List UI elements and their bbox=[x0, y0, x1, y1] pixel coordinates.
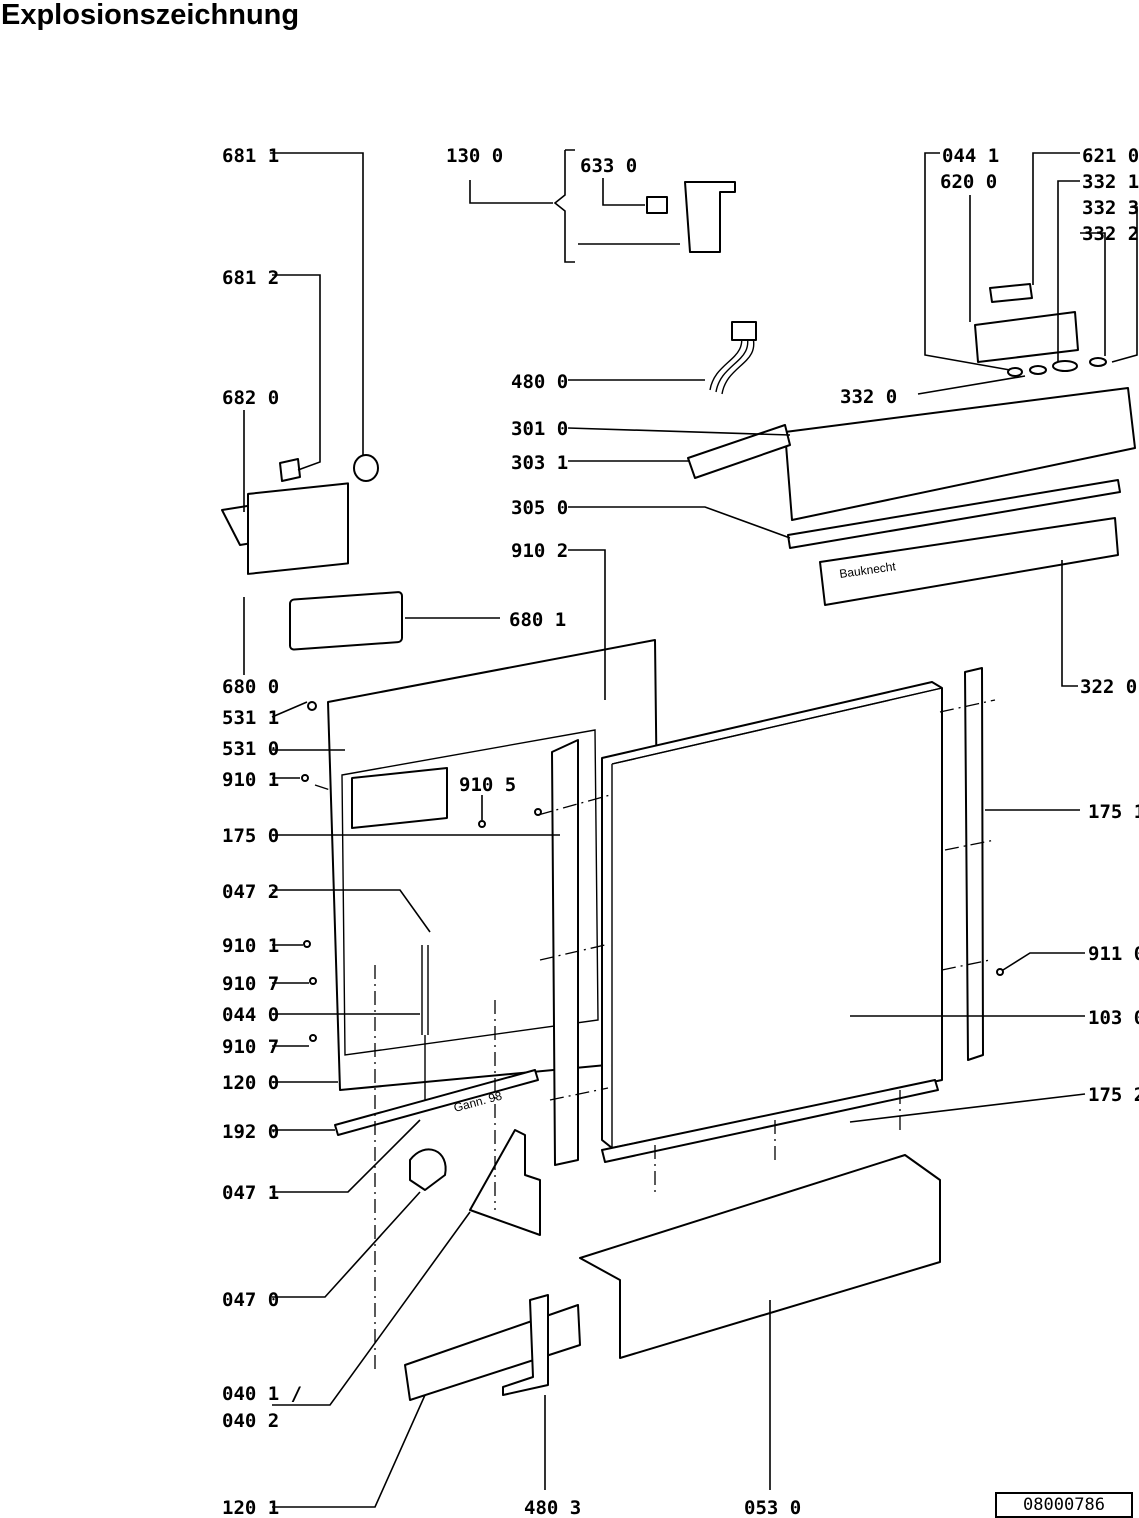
part-labels: 681 1 681 2 682 0 680 0 531 1 531 0 910 … bbox=[222, 145, 1139, 1516]
label: 301 0 bbox=[511, 418, 568, 440]
screw bbox=[307, 701, 317, 711]
part-foot-bracket bbox=[502, 1294, 549, 1396]
part-button bbox=[1052, 360, 1078, 372]
label: 680 0 bbox=[222, 676, 279, 698]
part-kickplate bbox=[579, 1154, 941, 1359]
label: 130 0 bbox=[446, 145, 503, 167]
label: 120 0 bbox=[222, 1072, 279, 1094]
part-front-panel bbox=[819, 517, 1119, 606]
axis-lines bbox=[314, 699, 996, 1370]
label: 480 3 bbox=[524, 1497, 581, 1516]
label: 047 0 bbox=[222, 1289, 279, 1311]
part-hinge-bracket bbox=[469, 1129, 541, 1236]
label: 044 0 bbox=[222, 1004, 279, 1026]
label: 175 2 bbox=[1088, 1084, 1139, 1106]
part-button bbox=[1029, 365, 1047, 375]
label: 910 7 bbox=[222, 973, 279, 995]
part-hinge-arm bbox=[409, 1148, 447, 1191]
part-panel-strip bbox=[787, 479, 1121, 549]
label: 531 0 bbox=[222, 738, 279, 760]
part-detergent-window bbox=[351, 767, 448, 830]
screw bbox=[303, 940, 311, 948]
label: 053 0 bbox=[744, 1497, 801, 1516]
label: 911 0 bbox=[1088, 943, 1139, 965]
screw bbox=[309, 1034, 317, 1042]
label: 175 0 bbox=[222, 825, 279, 847]
part-side-strip bbox=[551, 739, 579, 1166]
label: 633 0 bbox=[580, 155, 637, 177]
part-module bbox=[989, 283, 1033, 303]
part-clip bbox=[279, 458, 301, 482]
label: 480 0 bbox=[511, 371, 568, 393]
part-switch bbox=[646, 196, 668, 214]
drawing-number: 08000786 bbox=[995, 1492, 1133, 1518]
part-bottom-strip bbox=[601, 1079, 939, 1163]
label: 910 2 bbox=[511, 540, 568, 562]
label: 681 1 bbox=[222, 145, 279, 167]
label: 047 2 bbox=[222, 881, 279, 903]
label: 332 0 bbox=[840, 386, 897, 408]
label: 305 0 bbox=[511, 497, 568, 519]
label: 332 3 bbox=[1082, 197, 1139, 219]
label: 910 1 bbox=[222, 935, 279, 957]
label: 681 2 bbox=[222, 267, 279, 289]
label: 120 1 bbox=[222, 1497, 279, 1516]
label: 332 2 bbox=[1082, 223, 1139, 245]
label: 910 1 bbox=[222, 769, 279, 791]
label: 531 1 bbox=[222, 707, 279, 729]
label: 322 0 bbox=[1080, 676, 1137, 698]
label: 682 0 bbox=[222, 387, 279, 409]
screw bbox=[534, 808, 542, 816]
screw bbox=[309, 977, 317, 985]
part-spring bbox=[421, 945, 429, 1105]
label: 103 0 bbox=[1088, 1007, 1139, 1029]
label: 192 0 bbox=[222, 1121, 279, 1143]
part-dispenser-body bbox=[247, 482, 349, 575]
label: 047 1 bbox=[222, 1182, 279, 1204]
label: 040 2 bbox=[222, 1410, 279, 1432]
label: 175 1 bbox=[1088, 801, 1139, 823]
label: 332 1 bbox=[1082, 171, 1139, 193]
label: 044 1 bbox=[942, 145, 999, 167]
label: 680 1 bbox=[509, 609, 566, 631]
part-lock bbox=[684, 181, 736, 253]
part-rail bbox=[334, 1069, 539, 1136]
label: 910 5 bbox=[459, 774, 516, 796]
part-button-cover bbox=[687, 424, 791, 479]
part-button bbox=[1089, 357, 1107, 367]
screw bbox=[478, 820, 486, 828]
screw bbox=[301, 774, 309, 782]
label: 910 7 bbox=[222, 1036, 279, 1058]
part-cap bbox=[353, 454, 379, 482]
part-gasket bbox=[289, 591, 403, 651]
label: 303 1 bbox=[511, 452, 568, 474]
part-inner-liner bbox=[341, 729, 599, 1056]
part-button bbox=[1007, 367, 1023, 377]
label: 621 0 bbox=[1082, 145, 1139, 167]
part-connector bbox=[731, 321, 757, 341]
page-title: Explosionszeichnung bbox=[1, 0, 300, 31]
part-outer-door-edge bbox=[611, 687, 943, 1148]
part-outer-door bbox=[601, 681, 943, 1149]
parts: Bauknecht Gann. 98 bbox=[221, 181, 1136, 1401]
label: 620 0 bbox=[940, 171, 997, 193]
part-control-panel bbox=[784, 387, 1136, 521]
leader-lines bbox=[243, 149, 1138, 1508]
part-lower-panel bbox=[404, 1304, 581, 1401]
part-side-strip-right bbox=[964, 667, 984, 1061]
part-electronics bbox=[974, 311, 1079, 363]
label: 040 1 / bbox=[222, 1383, 302, 1405]
screw bbox=[996, 968, 1004, 976]
